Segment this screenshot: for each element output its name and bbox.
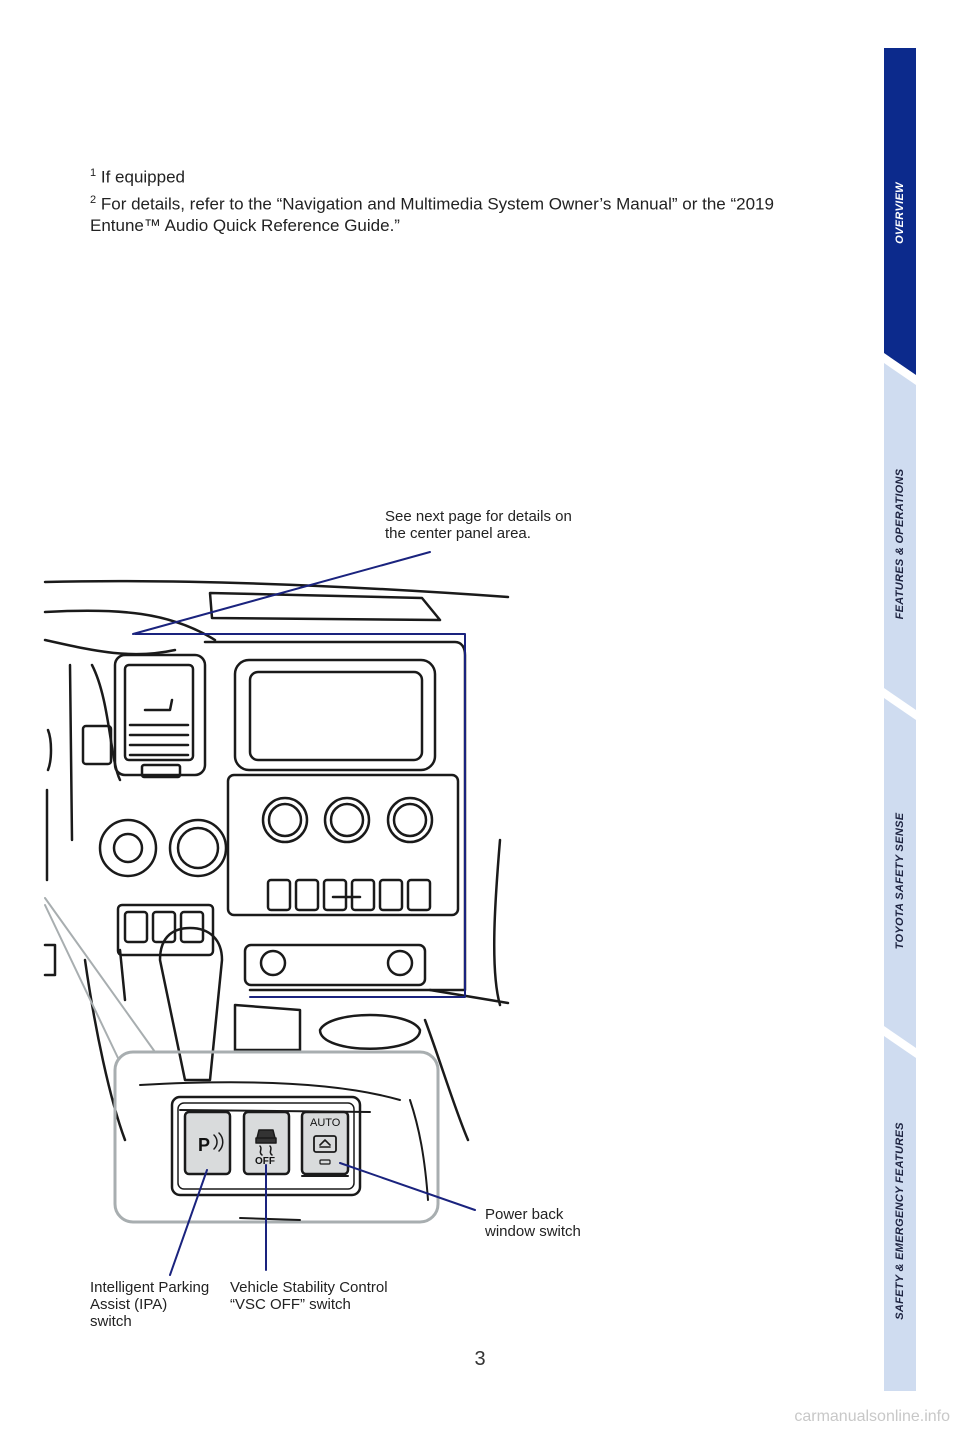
callout-line-ipa xyxy=(169,1169,208,1276)
knob-2 xyxy=(323,796,371,844)
knob-2-inner xyxy=(329,802,365,838)
audio-knob-left xyxy=(259,949,287,977)
tab-features-label: FEATURES & OPERATIONS xyxy=(894,468,906,620)
tab-features-operations[interactable]: FEATURES & OPERATIONS xyxy=(884,368,916,703)
vsc-car-icon xyxy=(255,1129,277,1144)
tab-overview-shape xyxy=(884,48,916,375)
dashboard-illustration: P OFF AUTO xyxy=(43,551,510,1276)
knob-1 xyxy=(261,796,309,844)
footnote-1: 1 If equipped xyxy=(90,167,185,187)
section-sidebar: OVERVIEW FEATURES & OPERATIONS TOYOTA SA… xyxy=(884,48,916,1391)
tab-safety-emergency[interactable]: SAFETY & EMERGENCY FEATURES xyxy=(884,1041,916,1391)
tab-tss-shape xyxy=(884,698,916,1048)
page-number: 3 xyxy=(474,1348,486,1370)
ipa-switch-label: P xyxy=(198,1135,210,1155)
left-button xyxy=(81,724,113,766)
audio-slot-panel xyxy=(243,943,427,987)
climate-btn-3 xyxy=(322,878,348,912)
tab-toyota-safety-sense[interactable]: TOYOTA SAFETY SENSE xyxy=(884,703,916,1041)
right-dash-edge xyxy=(428,988,510,1005)
callout-ipa: Intelligent Parking Assist (IPA) switch xyxy=(90,1279,210,1330)
vsc-skid-icon xyxy=(259,1145,273,1156)
callout-vsc: Vehicle Stability Control “VSC OFF” swit… xyxy=(230,1279,388,1313)
left-vent-tab xyxy=(140,763,182,779)
left-vent-grille xyxy=(123,663,195,762)
footnotes: 1 If equipped 2 For details, refer to th… xyxy=(90,162,820,237)
footnote-2: 2 For details, refer to the “Navigation … xyxy=(90,193,774,236)
left-knob-1-inner xyxy=(112,832,144,864)
power-window-switch xyxy=(300,1110,350,1176)
window-icon xyxy=(313,1135,337,1153)
gear-shifter xyxy=(158,926,224,1082)
center-panel-highlight-box xyxy=(134,633,466,998)
window-indicator xyxy=(319,1159,331,1165)
lower-switch-1 xyxy=(123,910,149,944)
detail-inset-curve xyxy=(409,1099,429,1201)
climate-btn-1 xyxy=(266,878,292,912)
vsc-switch-label: OFF xyxy=(255,1156,275,1167)
dash-top-inner xyxy=(43,609,217,642)
auto-switch-label: AUTO xyxy=(310,1117,341,1129)
callout-power-window: Power back window switch xyxy=(485,1206,581,1240)
left-door-edge xyxy=(45,728,53,882)
left-knob-1 xyxy=(98,818,158,878)
cupholder xyxy=(318,1013,422,1050)
tab-overview-label: OVERVIEW xyxy=(894,182,906,244)
knob-1-inner xyxy=(267,802,303,838)
callout-line-center-panel xyxy=(132,551,431,635)
console-outline xyxy=(233,1003,302,1052)
console-right xyxy=(423,838,502,1142)
lower-switch-bank xyxy=(116,903,215,957)
tab-safety-label: SAFETY & EMERGENCY FEATURES xyxy=(894,1122,906,1320)
tab-features-shape xyxy=(884,363,916,710)
tab-overview[interactable]: OVERVIEW xyxy=(884,48,916,368)
ipa-switch xyxy=(183,1110,232,1176)
audio-knob-right xyxy=(386,949,414,977)
climate-panel xyxy=(226,773,460,917)
screen-bezel xyxy=(233,658,437,772)
climate-btn-4 xyxy=(350,878,376,912)
callout-line-power-window xyxy=(339,1162,476,1211)
lower-switch-3 xyxy=(179,910,205,944)
callout-center-panel: See next page for details on the center … xyxy=(385,508,572,542)
dash-top-edge xyxy=(43,579,510,599)
switch-plate-base xyxy=(239,1175,349,1221)
climate-btn-2 xyxy=(294,878,320,912)
watermark: carmanualsonline.info xyxy=(794,1408,950,1425)
left-knob-2-inner xyxy=(176,826,220,870)
ipa-wave-icon xyxy=(213,1132,224,1152)
left-vent-housing xyxy=(113,653,207,777)
left-vent-slats xyxy=(128,698,190,757)
left-panel-outline xyxy=(68,663,122,842)
knob-3 xyxy=(386,796,434,844)
screen xyxy=(248,670,424,762)
climate-btn-5 xyxy=(378,878,404,912)
top-display-hood xyxy=(208,591,442,622)
detail-inset-outline xyxy=(113,1050,440,1224)
window-icon-arrow xyxy=(319,1139,331,1148)
zoom-line-2 xyxy=(44,904,119,1059)
left-side-bracket xyxy=(43,943,57,977)
knob-3-inner xyxy=(392,802,428,838)
left-knob-2 xyxy=(168,818,228,878)
tab-tss-label: TOYOTA SAFETY SENSE xyxy=(894,812,906,950)
climate-btn-6 xyxy=(406,878,432,912)
lower-switch-2 xyxy=(151,910,177,944)
tab-safety-shape xyxy=(884,1036,916,1391)
sidebar-tab-shapes xyxy=(884,48,916,1391)
left-dash-edge xyxy=(43,638,177,656)
zoom-line-1 xyxy=(44,897,156,1053)
left-console-edge xyxy=(83,948,127,1142)
